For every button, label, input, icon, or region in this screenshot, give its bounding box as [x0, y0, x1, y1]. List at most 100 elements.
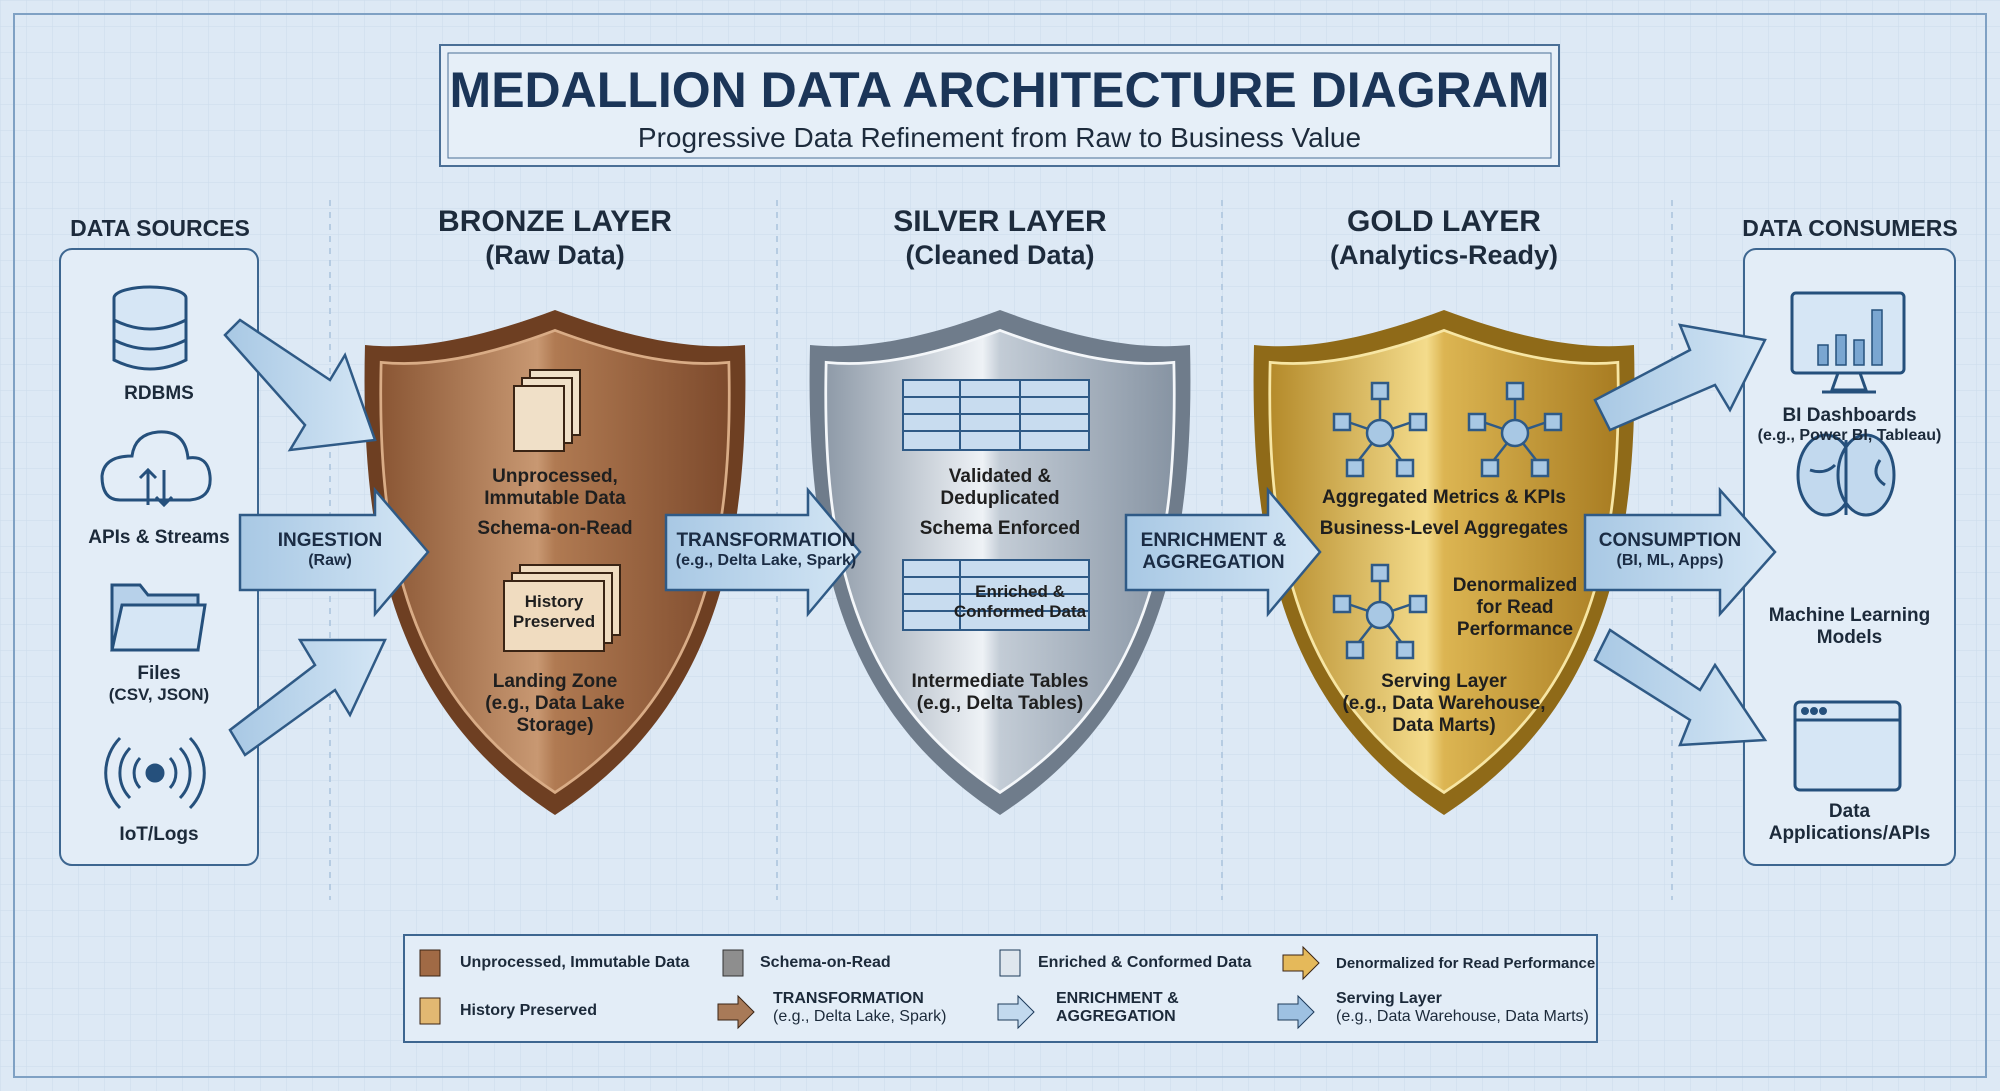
gold-sub: (Analytics-Ready)	[1329, 239, 1559, 270]
legend-arrow-silver	[997, 994, 1035, 1030]
consumer-bi-label: BI Dashboards	[1782, 405, 1917, 426]
consumer-apps-sub: Applications/APIs	[1768, 822, 1931, 844]
consumer-ml-sub: Models	[1816, 626, 1883, 648]
star-schema-icon	[1332, 381, 1563, 660]
source-apis: APIs & Streams	[88, 527, 230, 548]
gold-text-metrics: Aggregated Metrics & KPIs	[1322, 487, 1566, 508]
source-files: Files(CSV, JSON)	[60, 663, 258, 704]
silver-text-enriched: Enriched &Conformed Data	[945, 582, 1095, 621]
brain-icon	[1796, 433, 1896, 517]
legend-swatch-bronze	[419, 949, 441, 977]
legend-serving-title: Serving Layer	[1336, 990, 1442, 1007]
silver-t1: Deduplicated	[940, 487, 1060, 509]
legend-enrichment-sub: AGGREGATION	[1056, 1008, 1176, 1026]
page-subtitle: Progressive Data Refinement from Raw to …	[637, 122, 1362, 153]
gold-layer-title: GOLD LAYER(Analytics-Ready)	[1244, 205, 1644, 271]
ingestion-sub: (Raw)	[308, 551, 352, 569]
bronze-layer-title: BRONZE LAYER(Raw Data)	[355, 205, 755, 271]
consumption-arrow-label: CONSUMPTION(BI, ML, Apps)	[1590, 530, 1750, 570]
silver-text-schema: Schema Enforced	[919, 518, 1081, 539]
bronze-t5: Landing Zone	[492, 671, 618, 692]
consumer-bi: BI Dashboards(e.g., Power BI, Tableau)	[1744, 405, 1955, 445]
bronze-t0: Unprocessed,	[492, 466, 618, 487]
silver-t0: Validated &	[948, 466, 1052, 487]
gold-text-serving: Serving Layer(e.g., Data Warehouse,Data …	[1284, 671, 1604, 737]
page-title: MEDALLION DATA ARCHITECTURE DIAGRAM	[449, 62, 1550, 118]
consumer-apps-label: Data	[1828, 801, 1871, 822]
ingestion-title: INGESTION	[277, 530, 383, 551]
enrichment-arrow-label: ENRICHMENT &AGGREGATION	[1126, 530, 1301, 574]
bronze-title: BRONZE LAYER	[438, 205, 672, 238]
legend-item-enrichment: ENRICHMENT &AGGREGATION	[1056, 990, 1179, 1027]
silver-text-validated: Validated &Deduplicated	[865, 466, 1135, 510]
bronze-t1: Immutable Data	[484, 487, 626, 509]
browser-window-icon	[1793, 700, 1902, 792]
bronze-t4: Preserved	[512, 611, 596, 631]
legend-swatch-schema	[722, 949, 744, 977]
bronze-t3: History	[524, 592, 584, 611]
gold-title: GOLD LAYER	[1347, 205, 1541, 238]
database-icon	[112, 285, 188, 371]
cloud-icon	[100, 430, 212, 508]
bronze-text-schema: Schema-on-Read	[477, 518, 633, 539]
silver-title: SILVER LAYER	[893, 205, 1107, 238]
source-files-label: Files	[137, 663, 181, 684]
legend-arrow-blue	[1277, 994, 1315, 1030]
gold-t7: Data Marts)	[1392, 714, 1496, 736]
table-icon	[902, 379, 1090, 631]
legend-item-history: History Preserved	[460, 1002, 597, 1019]
gold-t6: (e.g., Data Warehouse,	[1342, 692, 1546, 714]
legend-enrichment-title: ENRICHMENT &	[1056, 990, 1179, 1007]
legend-serving-sub: (e.g., Data Warehouse, Data Marts)	[1336, 1008, 1589, 1026]
gold-t5: Serving Layer	[1381, 671, 1507, 692]
silver-sub: (Cleaned Data)	[905, 239, 1095, 270]
legend-item-enriched: Enriched & Conformed Data	[1038, 954, 1252, 971]
gold-t2: Denormalized	[1452, 575, 1578, 596]
legend-transformation-title: TRANSFORMATION	[773, 990, 924, 1007]
data-sources-header: DATA SOURCES	[70, 215, 250, 241]
legend-swatch-silver	[999, 949, 1021, 977]
gold-text-aggregates: Business-Level Aggregates	[1319, 518, 1569, 539]
transformation-arrow-label: TRANSFORMATION(e.g., Delta Lake, Spark)	[666, 530, 866, 570]
bronze-sub: (Raw Data)	[485, 239, 625, 270]
source-files-sub: (CSV, JSON)	[108, 684, 210, 704]
legend-transformation-sub: (e.g., Delta Lake, Spark)	[773, 1008, 947, 1026]
silver-t5: Intermediate Tables	[911, 671, 1089, 692]
folder-icon	[110, 583, 207, 652]
bronze-t7: Storage)	[516, 714, 594, 736]
consumer-bi-sub: (e.g., Power BI, Tableau)	[1757, 426, 1942, 444]
consumption-sub: (BI, ML, Apps)	[1616, 551, 1724, 569]
enrichment-title: ENRICHMENT &	[1140, 530, 1287, 551]
legend-swatch-history	[419, 997, 441, 1025]
silver-text-intermediate: Intermediate Tables(e.g., Delta Tables)	[865, 671, 1135, 715]
bronze-text-unprocessed: Unprocessed,Immutable Data	[420, 466, 690, 510]
document-stack-icon	[513, 369, 581, 452]
history-stack-icon	[503, 564, 621, 652]
source-rdbms: RDBMS	[124, 383, 194, 404]
legend-item-unprocessed: Unprocessed, Immutable Data	[460, 954, 690, 971]
gold-t3: for Read	[1476, 596, 1554, 618]
source-iot: IoT/Logs	[119, 824, 199, 845]
silver-layer-title: SILVER LAYER(Cleaned Data)	[800, 205, 1200, 271]
silver-t6: (e.g., Delta Tables)	[916, 692, 1084, 714]
legend-item-serving: Serving Layer(e.g., Data Warehouse, Data…	[1336, 990, 1589, 1027]
silver-t3: Enriched &	[975, 582, 1065, 601]
gold-t4: Performance	[1456, 618, 1574, 640]
data-consumers-header: DATA CONSUMERS	[1742, 215, 1958, 241]
transformation-title: TRANSFORMATION	[676, 530, 856, 551]
consumption-title: CONSUMPTION	[1598, 530, 1742, 551]
bronze-t6: (e.g., Data Lake	[485, 692, 625, 714]
legend-arrow-bronze	[717, 994, 755, 1030]
enrichment-sub: AGGREGATION	[1142, 551, 1285, 573]
consumer-ml-label: Machine Learning	[1768, 605, 1931, 626]
legend-item-schema: Schema-on-Read	[760, 954, 891, 971]
legend-item-transformation: TRANSFORMATION(e.g., Delta Lake, Spark)	[773, 990, 946, 1027]
legend-arrow-gold	[1282, 945, 1320, 981]
silver-t4: Conformed Data	[953, 601, 1087, 621]
